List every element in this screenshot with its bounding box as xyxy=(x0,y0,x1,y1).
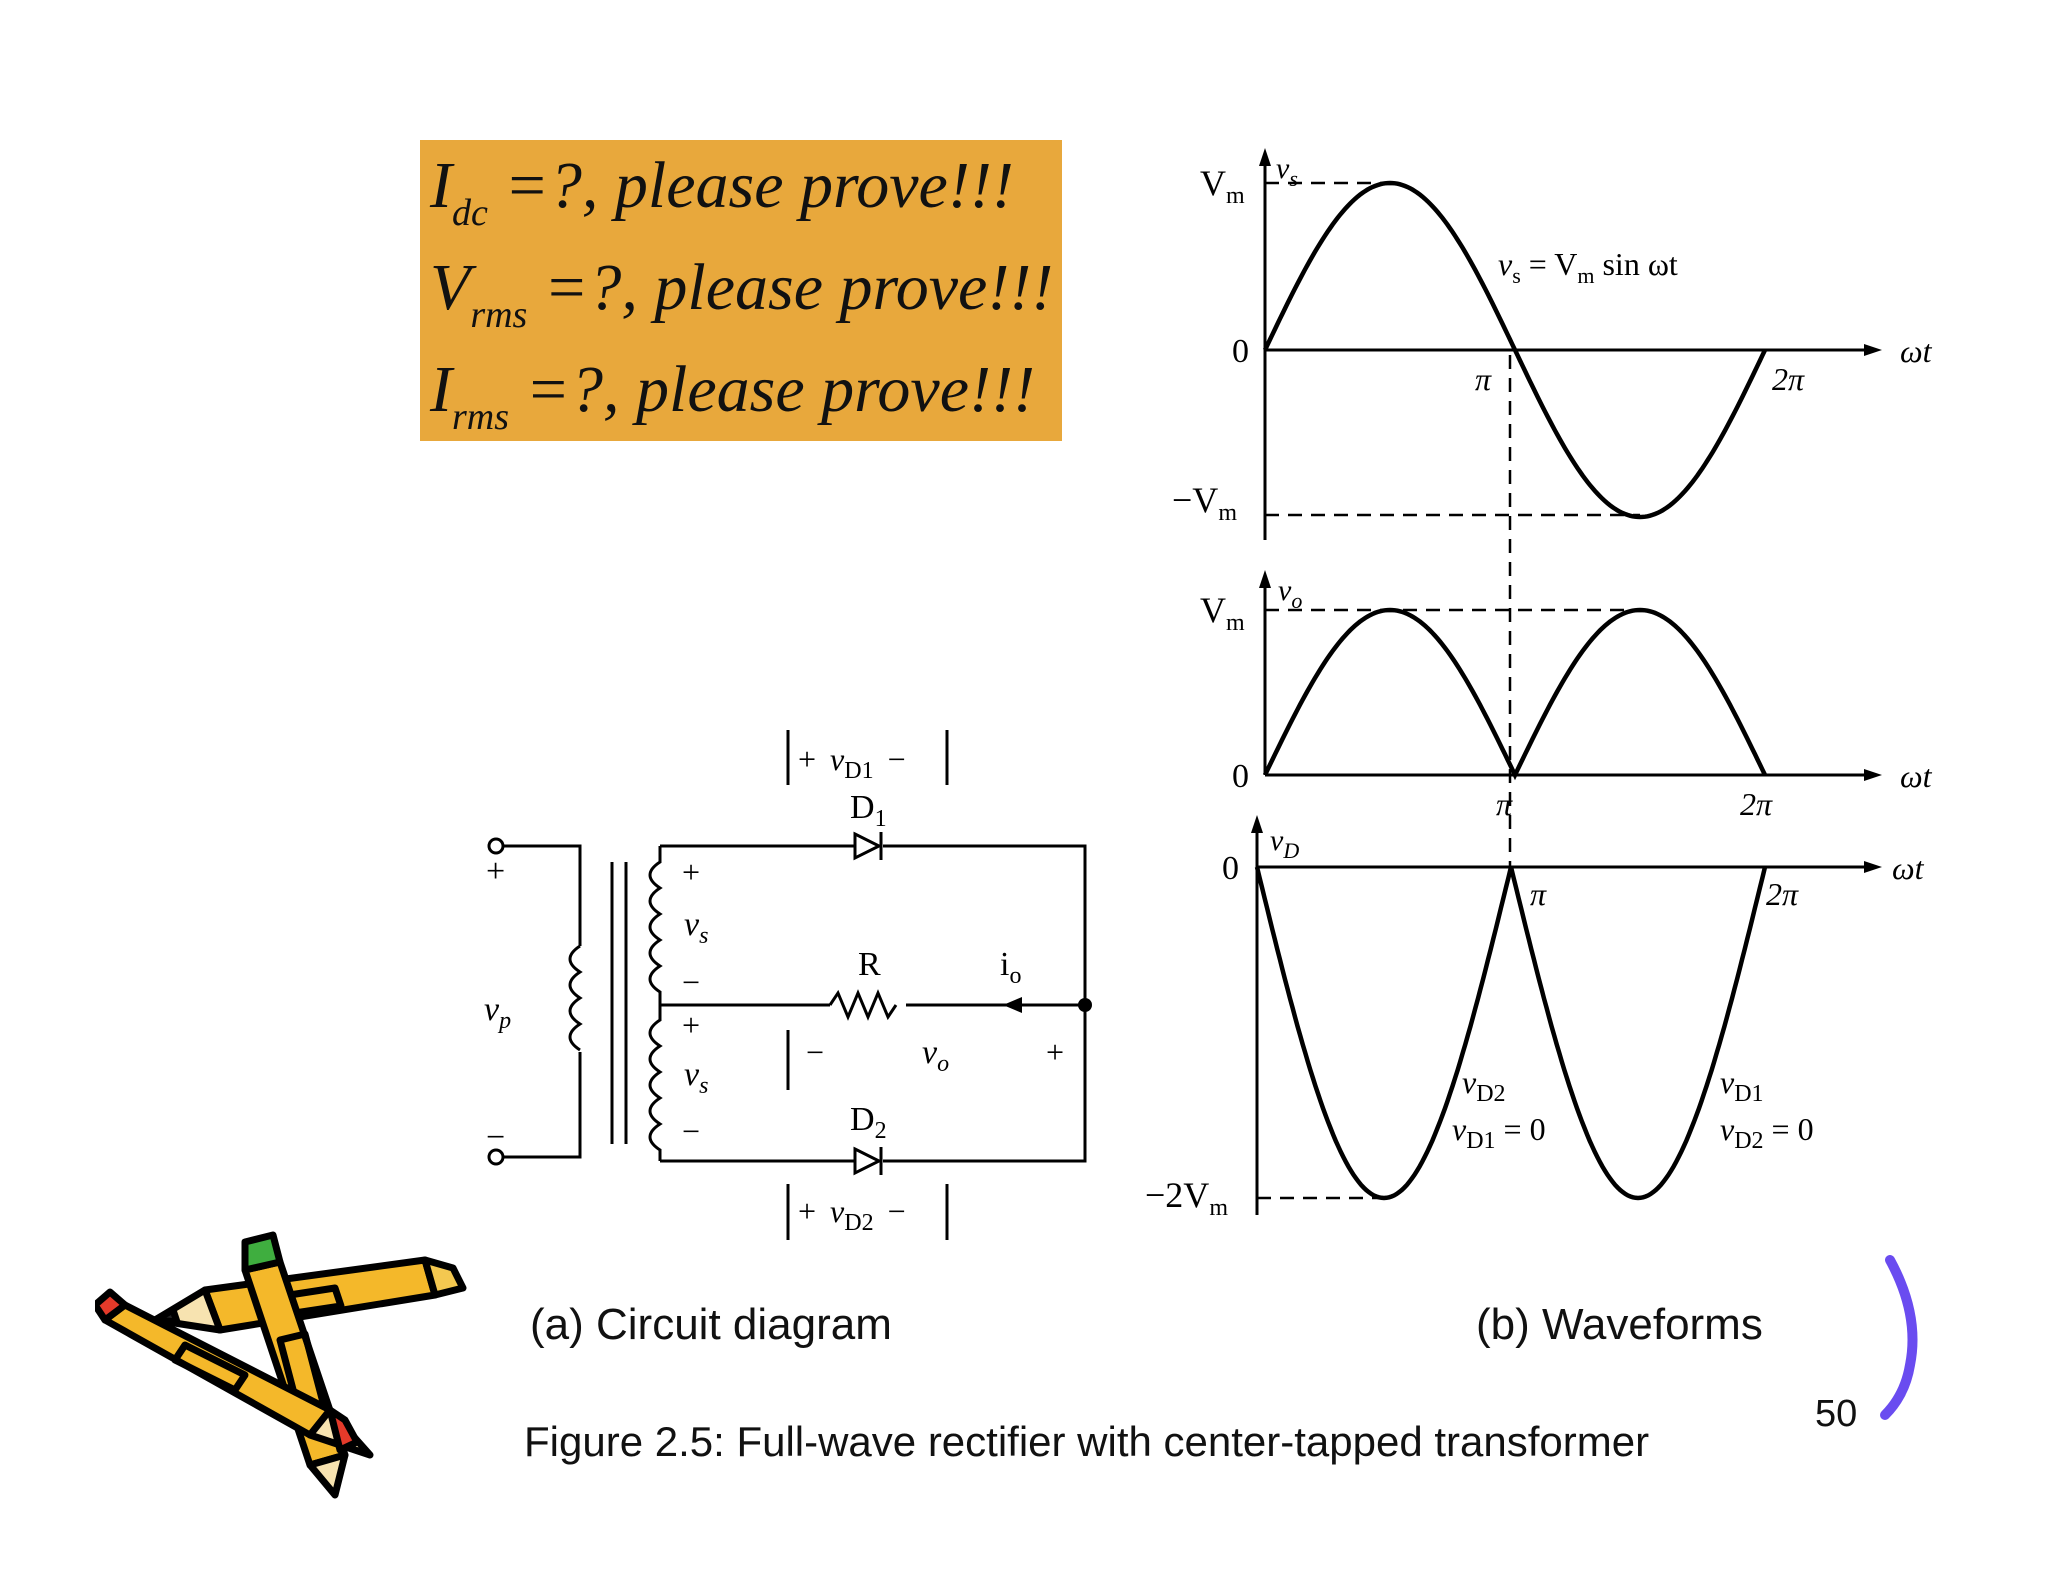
vs-bottom-label: vs xyxy=(684,1056,708,1099)
resistor-symbol xyxy=(828,989,898,1021)
circuit-caption: (a) Circuit diagram xyxy=(530,1300,892,1349)
vd-omega-t-label: ωt xyxy=(1892,850,1925,886)
vo-pi-label: π xyxy=(1496,786,1513,822)
primary-plus: + xyxy=(486,853,505,890)
diode-d1-symbol xyxy=(853,831,883,861)
vo-axis-label: vo xyxy=(1278,574,1302,613)
primary-coil xyxy=(568,944,583,1052)
vs-axis-label: vs xyxy=(1276,152,1298,191)
secondary-coil-bottom xyxy=(648,1005,663,1161)
vs-omega-t-label: ωt xyxy=(1900,333,1933,369)
vd-right-annotation-2: vD2= 0 xyxy=(1720,1111,1814,1154)
irms-symbol: I xyxy=(430,353,452,426)
vd-neg-2vm-label: −2Vm xyxy=(1145,1175,1228,1221)
vs-top-label: vs xyxy=(684,906,708,949)
vd-zero-label: 0 xyxy=(1222,850,1239,887)
irms-text: =?, please prove!!! xyxy=(525,353,1035,426)
idc-symbol: I xyxy=(430,149,452,222)
vs-bottom-minus: − xyxy=(682,1113,700,1149)
vd-pi-label: π xyxy=(1530,876,1547,912)
vs-top-plus: + xyxy=(682,854,700,890)
vd-axis-label: vD xyxy=(1270,824,1299,863)
vs-pi-label: π xyxy=(1475,361,1492,397)
vo-omega-t-label: ωt xyxy=(1900,758,1933,794)
d2-label: D2 xyxy=(850,1101,887,1144)
vd2-label: +vD2− xyxy=(798,1193,906,1236)
idc-subscript: dc xyxy=(451,192,488,234)
waveform-axes xyxy=(1255,155,1870,1215)
page-number: 50 xyxy=(1815,1393,1858,1435)
vs-curve xyxy=(1262,180,1768,520)
vo-plus: + xyxy=(1046,1034,1064,1070)
vd-curve xyxy=(1254,866,1768,1201)
current-arrow xyxy=(1003,997,1022,1013)
irms-subscript: rms xyxy=(451,396,510,438)
vo-two-pi-label: 2π xyxy=(1740,786,1773,822)
irms-line: Irms =?, please prove!!! xyxy=(430,352,1035,438)
waveform-guides xyxy=(1257,181,1640,1200)
io-label: io xyxy=(1000,946,1021,989)
waveforms-caption: (b) Waveforms xyxy=(1476,1300,1763,1349)
figure-caption: Figure 2.5: Full-wave rectifier with cen… xyxy=(524,1418,1650,1465)
vo-vm-label: Vm xyxy=(1200,590,1245,636)
idc-line: Idc =?, please prove!!! xyxy=(430,148,1014,234)
vs-two-pi-label: 2π xyxy=(1772,361,1805,397)
vo-curve xyxy=(1262,607,1768,781)
vd-right-annotation-1: vD1 xyxy=(1720,1064,1764,1107)
pencils-clipart xyxy=(95,1231,467,1499)
vs-bottom-plus: + xyxy=(682,1007,700,1043)
pencil-1-body xyxy=(201,1256,439,1334)
vo-minus: − xyxy=(806,1034,824,1070)
vs-neg-vm-label: −Vm xyxy=(1172,480,1237,526)
diode-d2-symbol xyxy=(853,1146,883,1176)
waveform-arrowheads xyxy=(1251,148,1882,873)
vp-label: vp xyxy=(484,991,511,1034)
decorative-bracket xyxy=(1880,1255,1918,1420)
resistor-label: R xyxy=(858,946,881,983)
primary-minus: − xyxy=(486,1119,505,1156)
output-node xyxy=(1078,998,1092,1012)
vd1-label: +vD1− xyxy=(798,741,906,784)
prove-box: Idc =?, please prove!!! Vrms =?, please … xyxy=(420,140,1062,441)
vrms-text: =?, please prove!!! xyxy=(543,251,1054,324)
vrms-symbol: V xyxy=(430,251,471,324)
waveform-curves xyxy=(1254,180,1768,1201)
vd-two-pi-label: 2π xyxy=(1766,876,1799,912)
vs-top-minus: − xyxy=(682,964,700,1000)
vo-zero-label: 0 xyxy=(1232,758,1249,795)
vd-left-annotation-1: vD2 xyxy=(1462,1064,1506,1107)
vo-label: vo xyxy=(922,1034,949,1077)
secondary-coil-top xyxy=(648,846,663,1005)
vs-vm-label: Vm xyxy=(1200,163,1245,209)
vrms-subscript: rms xyxy=(470,294,528,336)
vs-zero-label: 0 xyxy=(1232,333,1249,370)
circuit-wires xyxy=(487,730,1087,1240)
idc-text: =?, please prove!!! xyxy=(504,149,1014,222)
vrms-line: Vrms =?, please prove!!! xyxy=(430,250,1054,336)
d1-label: D1 xyxy=(850,789,887,832)
vd-left-annotation-2: vD1= 0 xyxy=(1452,1111,1546,1154)
